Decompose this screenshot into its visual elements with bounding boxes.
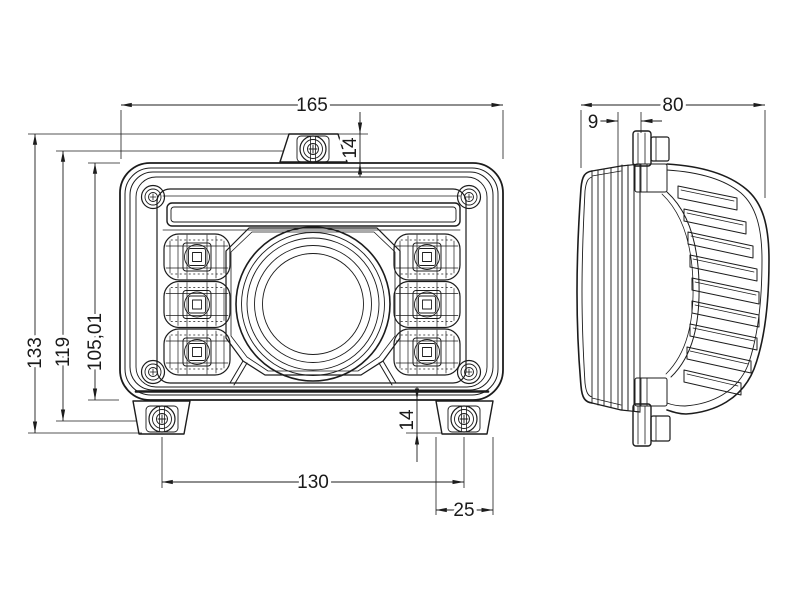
- dim-label-mount-to-edge: 25: [453, 500, 474, 521]
- lens-bezel-inner: [230, 231, 396, 372]
- housing-outline-3: [129, 171, 494, 391]
- dim-label-mount-spacing: 130: [297, 472, 329, 493]
- led-modules: [163, 233, 461, 376]
- led-module: [393, 233, 461, 281]
- face-plate: [156, 188, 467, 384]
- side-bracket-top: [632, 130, 670, 193]
- housing-outline-2: [124, 167, 499, 396]
- front-view: [119, 133, 504, 435]
- led-module: [393, 280, 461, 329]
- dim-label-overall-height: 133: [25, 337, 46, 369]
- housing-outline: [119, 162, 504, 401]
- mounting-bracket-bottom-right: [435, 400, 494, 435]
- side-view: [576, 130, 770, 447]
- housing-inner-line: [135, 176, 488, 388]
- heatsink-fins: [677, 185, 760, 396]
- drl-light-bar-inner: [170, 206, 457, 223]
- projector-lens: [225, 226, 401, 386]
- dim-label-bottom-bracket-offset: 14: [397, 409, 418, 431]
- led-module: [163, 280, 231, 329]
- led-module: [163, 328, 231, 376]
- dim-label-height-to-bracket: 119: [53, 337, 74, 367]
- mounting-bracket-bottom-left: [132, 400, 191, 435]
- drl-light-bar: [166, 202, 461, 227]
- corner-screw-bottom-right: [456, 359, 482, 385]
- lens-bezel-foot-left: [229, 360, 248, 386]
- dim-label-body-height: 105,01: [85, 313, 106, 371]
- lens-bezel-foot-right: [378, 360, 397, 386]
- side-lens-inner: [581, 176, 593, 398]
- dim-label-front-depth: 9: [588, 112, 599, 133]
- dimensions-front: 165 14 133 119 105,01 14 130: [22, 92, 504, 524]
- dim-label-top-bracket-offset: 14: [340, 137, 361, 159]
- dimensions-side: 80 9: [580, 92, 766, 198]
- corner-screw-top-right: [456, 184, 482, 210]
- led-module: [163, 233, 231, 281]
- lens-bezel: [225, 227, 401, 376]
- side-bracket-bottom: [632, 377, 671, 447]
- side-neck-curve: [666, 191, 700, 378]
- corner-screw-bottom-left: [140, 359, 166, 385]
- corner-screw-top-left: [140, 184, 166, 210]
- side-lens-outline: [576, 170, 593, 404]
- side-heatsink-outline: [666, 163, 770, 415]
- dim-label-overall-depth: 80: [662, 95, 683, 116]
- dim-label-overall-width: 165: [296, 95, 328, 116]
- led-module: [393, 328, 461, 376]
- mounting-bracket-top: [279, 133, 348, 163]
